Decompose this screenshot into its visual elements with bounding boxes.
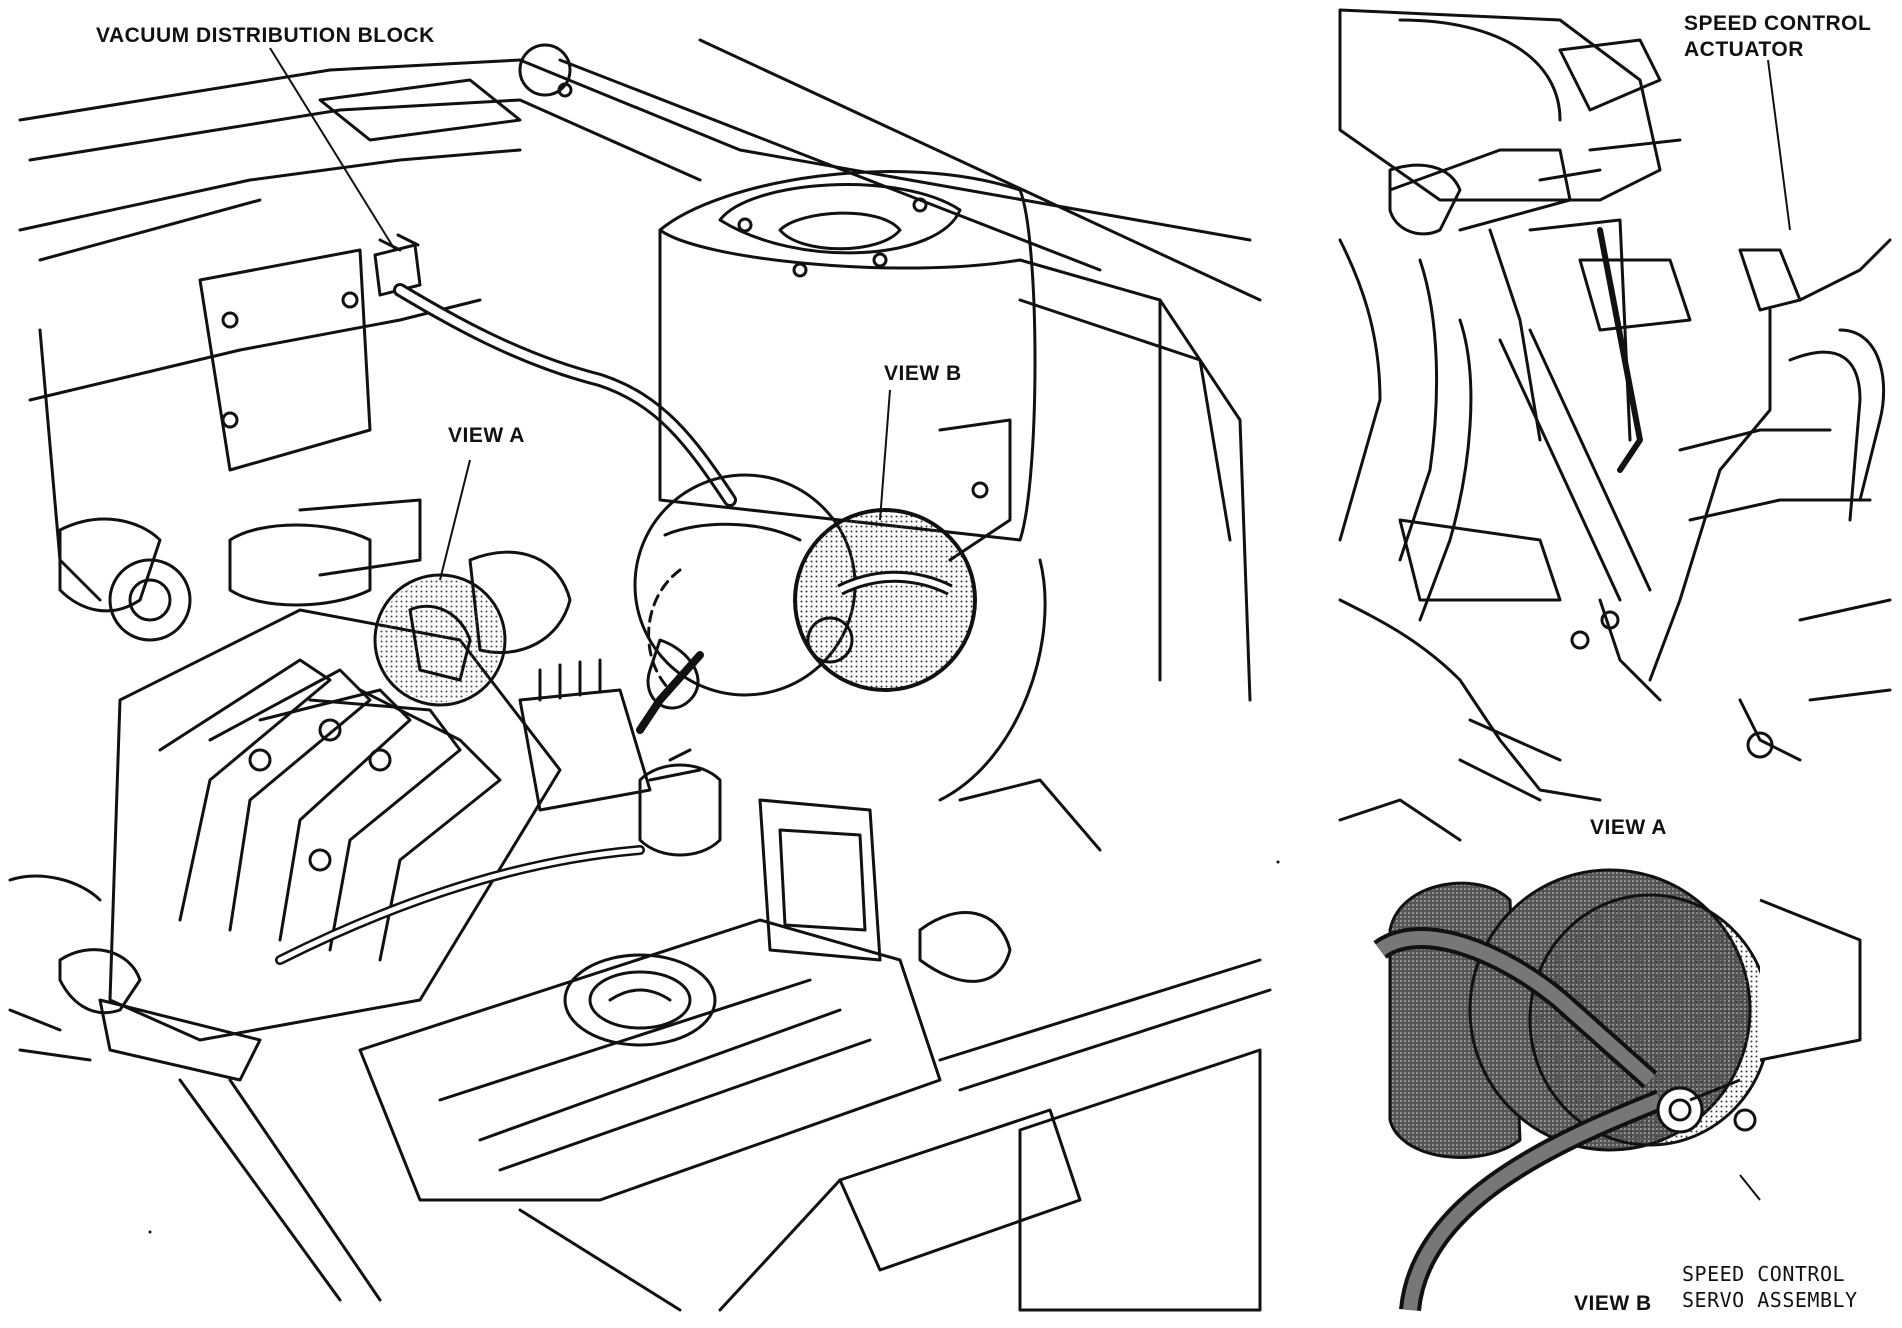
view-b-inset: [1373, 868, 1862, 1312]
label-view-a-caption: VIEW A: [1590, 816, 1667, 839]
engine-bay-drawing: [8, 38, 1272, 1312]
leader-view-a: [439, 459, 471, 581]
view-b-highlight: [793, 508, 977, 692]
label-speed-control-servo-line2: SERVO ASSEMBLY: [1682, 1288, 1858, 1312]
label-view-b-caption: VIEW B: [1574, 1292, 1652, 1315]
view-a-highlight: [378, 578, 502, 702]
label-view-a-callout: VIEW A: [448, 424, 525, 447]
registration-marks: [148, 860, 1280, 1234]
leader-vacuum-block: [269, 47, 396, 251]
label-view-b-callout: VIEW B: [884, 362, 962, 385]
label-speed-control-actuator-line2: ACTUATOR: [1684, 38, 1804, 61]
leader-servo: [1739, 1174, 1761, 1201]
label-speed-control-servo-line1: SPEED CONTROL: [1682, 1262, 1846, 1286]
label-vacuum-distribution-block: VACUUM DISTRIBUTION BLOCK: [96, 24, 435, 47]
view-a-inset: [1338, 8, 1892, 842]
leader-actuator: [1767, 59, 1791, 231]
leader-lines: [269, 47, 1791, 1201]
leader-view-b: [879, 389, 891, 521]
label-speed-control-actuator-line1: SPEED CONTROL: [1684, 12, 1872, 35]
